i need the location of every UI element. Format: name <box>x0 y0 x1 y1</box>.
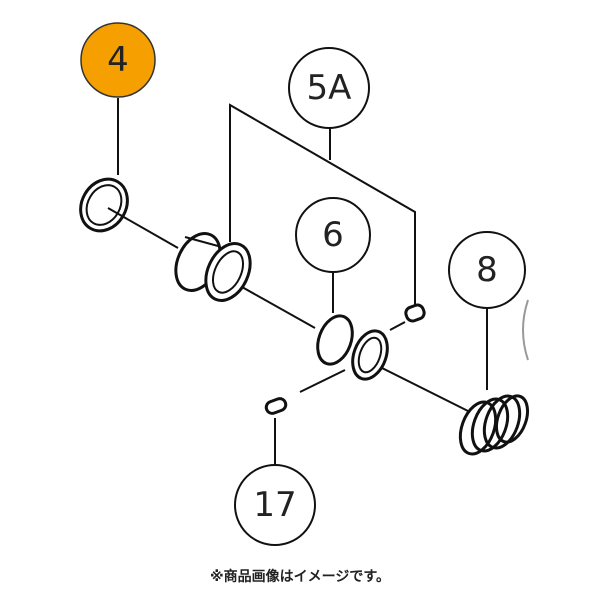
axis-line <box>389 321 406 331</box>
callout-6: 6 <box>295 197 371 273</box>
callout-17: 17 <box>234 464 316 546</box>
callout-label-4: 4 <box>107 40 129 80</box>
bushing-part-6 <box>316 314 389 381</box>
image-disclaimer: ※商品画像はイメージです。 <box>210 569 390 585</box>
callout-8: 8 <box>448 231 526 309</box>
callout-5a: 5A <box>288 47 370 129</box>
partial-callout-edge <box>522 299 529 361</box>
axis-line <box>299 369 346 393</box>
pin-part-17 <box>264 397 288 415</box>
callout-label-8: 8 <box>476 250 498 290</box>
callout-4: 4 <box>80 22 156 98</box>
callout-label-5a: 5A <box>307 68 352 108</box>
spring-part-8 <box>458 394 530 456</box>
axis-line <box>107 207 179 249</box>
callout-label-6: 6 <box>322 215 344 255</box>
axis-line <box>369 361 471 413</box>
pin-part-5a <box>404 303 426 323</box>
ring-part-4 <box>79 177 129 233</box>
callout-label-17: 17 <box>253 485 296 525</box>
sleeve-part-5a <box>174 232 252 302</box>
bracket-5a <box>229 103 416 305</box>
